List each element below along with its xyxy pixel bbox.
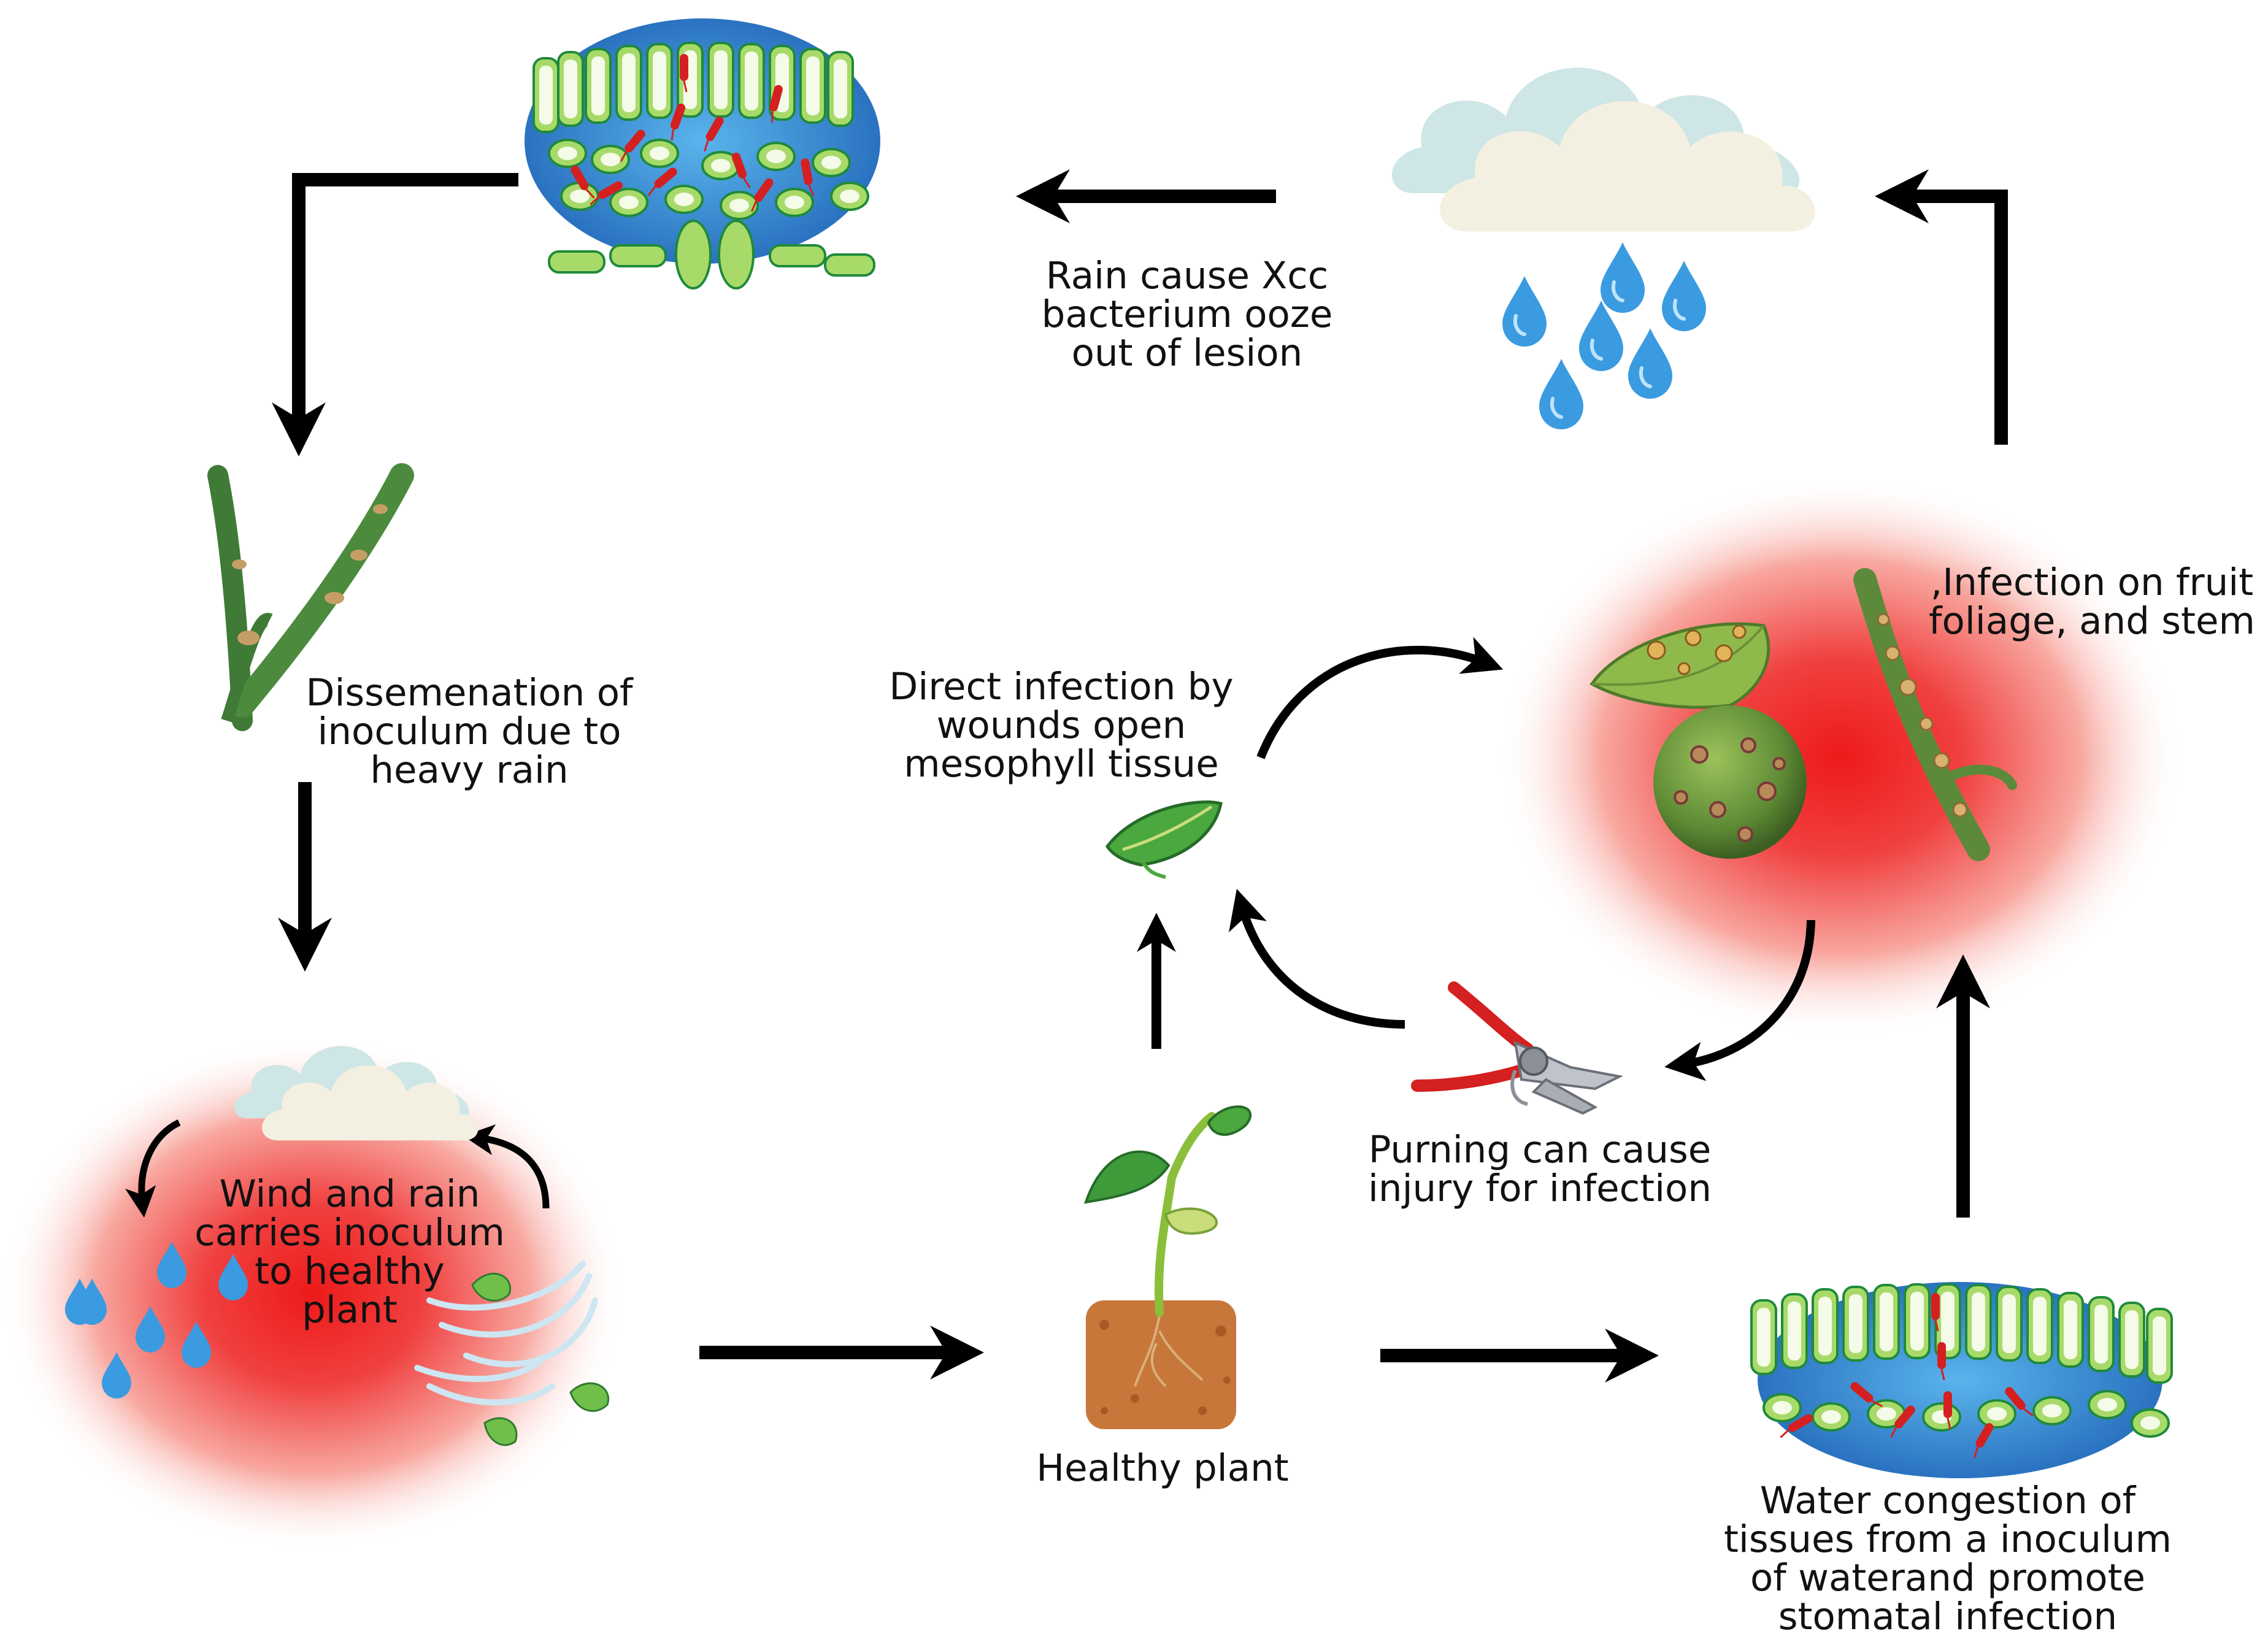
label-pruning-line-1: Purning can cause xyxy=(1368,1128,1712,1172)
infected-fruit xyxy=(1653,705,1807,859)
label-direct-infection: Direct infection by wounds open mesophyl… xyxy=(865,667,1258,783)
wind-leaves xyxy=(471,1273,610,1446)
wind-swirls xyxy=(414,1261,598,1406)
leaf-cross-section-bottom xyxy=(1750,1282,2173,1478)
label-infection-fruit-line-1: ,Infection on fruit xyxy=(1930,561,2254,604)
arrow-leaf-to-fruit xyxy=(1256,637,1504,759)
label-wind-rain-line-1: Wind and rain xyxy=(219,1172,480,1216)
label-dissemination-line-3: heavy rain xyxy=(370,748,569,792)
arrow-wind-cycle-left xyxy=(125,1119,181,1218)
label-direct-infection-line-1: Direct infection by xyxy=(889,665,1234,708)
label-direct-infection-line-3: mesophyll tissue xyxy=(904,742,1219,786)
infection-glow-left xyxy=(0,1037,626,1552)
label-water-congestion: Water congestion of tissues from a inocu… xyxy=(1702,1481,2193,1636)
leaf-cross-section-top xyxy=(525,18,880,290)
rain-cloud-top xyxy=(1391,67,1815,232)
small-leaf xyxy=(1105,800,1223,879)
label-rain-ooze-line-2: bacterium ooze xyxy=(1041,293,1333,336)
label-infection-fruit-line-2: foliage, and stem xyxy=(1929,599,2255,643)
label-pruning-line-2: injury for infection xyxy=(1367,1167,1712,1210)
label-direct-infection-line-2: wounds open xyxy=(936,704,1186,747)
arrow-fruit-to-pruner xyxy=(1664,919,1815,1081)
label-healthy-plant-line-1: Healthy plant xyxy=(1036,1446,1289,1490)
curved-arrows xyxy=(125,637,1815,1218)
label-water-congestion-line-4: stomatal infection xyxy=(1778,1595,2118,1638)
arrow-fruit-to-cloud xyxy=(1875,169,2008,445)
arrows xyxy=(272,169,2008,1383)
label-rain-ooze-line-3: out of lesion xyxy=(1071,331,1303,375)
label-rain-ooze-line-1: Rain cause Xcc xyxy=(1045,254,1329,297)
infected-stem xyxy=(1853,568,2017,861)
label-dissemination: Dissemenation of inoculum due to heavy r… xyxy=(294,673,644,789)
label-wind-rain-line-2: carries inoculum xyxy=(194,1211,505,1254)
pruning-shears xyxy=(1411,981,1624,1115)
label-water-congestion-line-3: of waterand promote xyxy=(1750,1556,2146,1600)
label-infection-fruit: ,Infection on fruit foliage, and stem xyxy=(1920,563,2264,640)
infected-branch xyxy=(207,463,414,731)
label-wind-rain-line-4: plant xyxy=(302,1288,398,1332)
infection-glow-right xyxy=(1497,475,2184,1040)
label-pruning: Purning can cause injury for infection xyxy=(1350,1130,1730,1208)
label-dissemination-line-2: inoculum due to xyxy=(317,710,621,753)
arrow-wind-cycle-right xyxy=(463,1124,550,1209)
healthy-plant xyxy=(1084,1105,1251,1429)
label-wind-rain: Wind and rain carries inoculum to health… xyxy=(178,1175,521,1329)
label-water-congestion-line-1: Water congestion of xyxy=(1759,1479,2136,1522)
label-water-congestion-line-2: tissues from a inoculum xyxy=(1723,1518,2172,1561)
infected-leaf-piece xyxy=(1590,622,1770,709)
arrow-pruner-to-leaf xyxy=(1229,889,1405,1029)
rain-drops-top xyxy=(1502,242,1706,429)
label-rain-ooze: Rain cause Xcc bacterium ooze out of les… xyxy=(1006,256,1368,372)
label-healthy-plant: Healthy plant xyxy=(1000,1449,1325,1487)
arrow-leaf-to-branch xyxy=(272,173,518,456)
label-dissemination-line-1: Dissemenation of xyxy=(306,671,633,715)
label-wind-rain-line-3: to healthy xyxy=(255,1249,445,1293)
